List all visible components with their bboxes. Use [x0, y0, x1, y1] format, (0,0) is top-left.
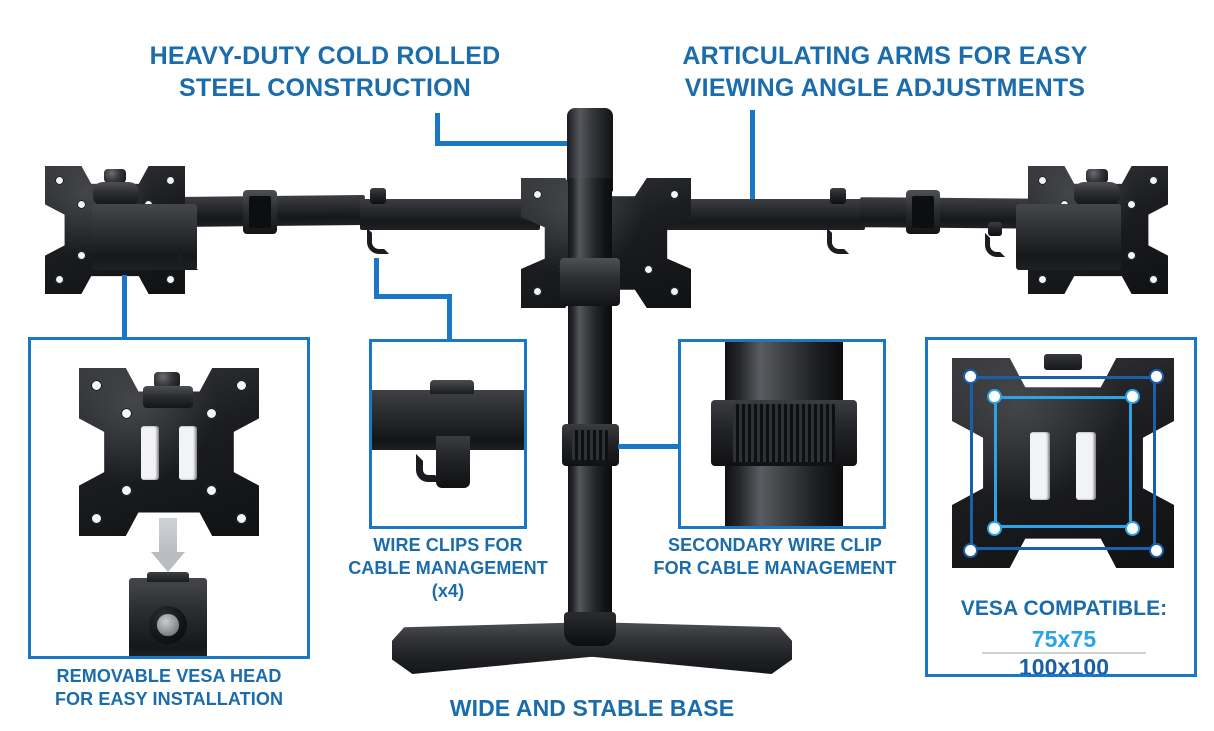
- pole-collar-ribs: [572, 430, 608, 460]
- vesa-hole: [670, 190, 679, 199]
- vesa-size-divider: [982, 652, 1146, 654]
- heading-articulating-arms: ARTICULATING ARMS FOR EASY VIEWING ANGLE…: [682, 42, 1088, 102]
- arm-left-inner: [360, 199, 540, 230]
- panel-vesa-knob: [154, 372, 180, 388]
- leader-line-wireclip-v1: [374, 258, 379, 298]
- leader-line-steel-horizontal: [435, 141, 590, 146]
- vesa-hole: [121, 485, 132, 496]
- secondary-wire-clip-panel: [678, 339, 886, 529]
- vesa-head-right-tilt-joint: [1074, 182, 1120, 206]
- detail-wire-clip-top: [430, 380, 474, 394]
- base-pole-junction: [564, 612, 616, 646]
- vesa-head-left-hook: [178, 246, 198, 270]
- vesa-hole: [55, 275, 64, 284]
- vesa-hole: [121, 408, 132, 419]
- caption-wire-clips: WIRE CLIPS FOR CABLE MANAGEMENT (x4): [348, 535, 548, 602]
- vesa-head-left-knob: [104, 169, 126, 183]
- vesa-marker-dot: [1151, 371, 1162, 382]
- vesa-compatible-title: VESA COMPATIBLE:: [960, 597, 1168, 620]
- vesa-hole: [77, 251, 86, 260]
- vesa-hole: [1127, 200, 1136, 209]
- leader-line-steel-vertical: [435, 113, 440, 146]
- removable-head-block: [129, 572, 207, 656]
- vesa-hole: [236, 380, 247, 391]
- vesa-marker-100: [970, 376, 1156, 550]
- arm-joint-left-inner: [249, 196, 271, 228]
- vesa-size-75: 75x75: [1031, 626, 1097, 652]
- vesa-hole: [1127, 251, 1136, 260]
- vesa-hole: [1149, 176, 1158, 185]
- leader-line-vesa-head-vertical: [122, 275, 127, 337]
- wire-clip-detail-panel: [369, 339, 527, 529]
- stand-base: [392, 622, 792, 674]
- install-arrow-stem: [159, 518, 177, 554]
- leader-line-wireclip-v2: [447, 294, 452, 339]
- detail-clip-ribs: [733, 404, 835, 462]
- vesa-hole: [1149, 275, 1158, 284]
- heading-steel-construction: HEAVY-DUTY COLD ROLLED STEEL CONSTRUCTIO…: [149, 42, 501, 102]
- vesa-hole: [91, 513, 102, 524]
- vesa-hole: [236, 513, 247, 524]
- detail-wire-clip-hook: [416, 454, 442, 482]
- removable-head-tab: [147, 572, 189, 582]
- panel-vesa-mount-block: [143, 386, 193, 408]
- center-pole-bracket-collar: [560, 258, 620, 306]
- vesa-compatibility-panel: VESA COMPATIBLE: 75x75 100x100: [925, 337, 1197, 677]
- caption-removable-vesa-head: REMOVABLE VESA HEAD FOR EASY INSTALLATIO…: [54, 666, 284, 710]
- vesa-hole: [166, 275, 175, 284]
- vesa-hole: [533, 287, 542, 296]
- vesa-hole: [91, 380, 102, 391]
- wire-clip-arm-right-2: [988, 222, 1002, 236]
- vesa-slot: [179, 426, 197, 480]
- vesa-hole: [166, 176, 175, 185]
- arm-joint-right-inner: [912, 196, 934, 228]
- wire-clip-arm-right: [830, 188, 846, 204]
- vesa-hole: [1038, 176, 1047, 185]
- vesa-head-left-tilt-joint: [93, 182, 139, 206]
- vesa-hole: [533, 190, 542, 199]
- vesa-hole: [206, 485, 217, 496]
- vesa-hole: [644, 265, 653, 274]
- caption-wide-stable-base: WIDE AND STABLE BASE: [449, 695, 735, 721]
- base-right-wing: [588, 622, 792, 674]
- removable-head-bolt: [149, 606, 187, 644]
- vesa-marker-dot: [1127, 391, 1138, 402]
- leader-line-wireclip-h1: [374, 294, 452, 299]
- vesa-marker-dot: [1151, 545, 1162, 556]
- vesa-slot: [1030, 432, 1050, 500]
- vesa-marker-dot: [1127, 523, 1138, 534]
- vesa-marker-dot: [989, 391, 1000, 402]
- wire-clip-hook-right-2: [985, 233, 1005, 257]
- leader-line-arms-vertical: [750, 110, 755, 218]
- vesa-size-100: 100x100: [1018, 654, 1110, 677]
- vesa-marker-dot: [989, 523, 1000, 534]
- vesa-slot: [141, 426, 159, 480]
- wire-clip-hook-right: [827, 228, 849, 254]
- wire-clip-arm-left: [370, 188, 386, 204]
- removable-vesa-head-panel: [28, 337, 310, 659]
- wire-clip-hook-left: [367, 228, 389, 254]
- vesa-marker-dot: [965, 371, 976, 382]
- vesa-hole: [55, 176, 64, 185]
- vesa-head-right-knob: [1086, 169, 1108, 183]
- vesa-hole: [206, 408, 217, 419]
- vesa-marker-75: [994, 396, 1132, 528]
- vesa-hole: [670, 287, 679, 296]
- install-arrow-head: [151, 552, 185, 572]
- vesa-slot: [1076, 432, 1096, 500]
- panel-vesa-plate: [79, 368, 259, 536]
- caption-secondary-wire-clip: SECONDARY WIRE CLIP FOR CABLE MANAGEMENT: [653, 535, 897, 579]
- vesa-marker-dot: [965, 545, 976, 556]
- vesa-head-right-bracket: [1016, 204, 1121, 270]
- vesa-compat-tab: [1044, 354, 1082, 370]
- leader-line-secondary-clip: [618, 444, 680, 449]
- vesa-hole: [1038, 275, 1047, 284]
- vesa-hole: [77, 200, 86, 209]
